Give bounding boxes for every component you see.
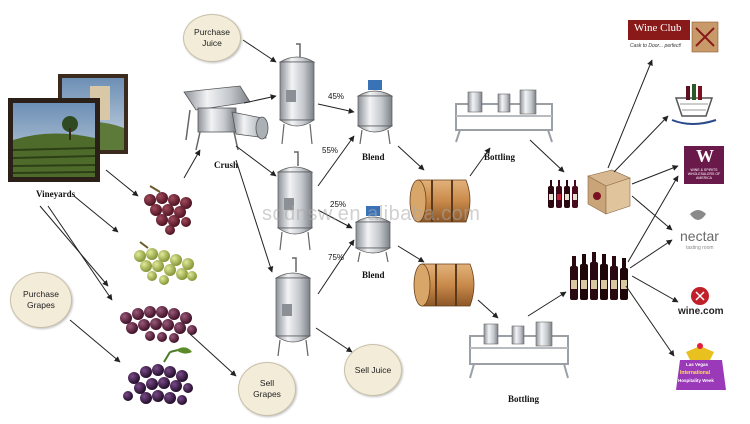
wine-bottles-small [548,180,578,208]
bottling-label-bottom: Bottling [508,394,539,404]
fermentation-tank-1 [280,44,314,144]
nectar-logo-text: nectar [680,228,719,244]
arrow-bottling2-to-bottles [528,292,566,316]
sell-grapes-text-1: Sell [253,378,281,389]
sell-juice-bubble: Sell Juice [344,344,402,396]
wine-box [588,170,630,214]
arrow-blend2-to-barrel2 [398,246,424,262]
purple-grapes-image [120,306,197,343]
arrow-tank1-to-blend1 [318,104,354,112]
arrow-bottles-to-nectar [630,240,672,268]
purchase-grapes-text-1: Purchase [23,289,59,300]
vineyards-label: Vineyards [36,189,75,199]
hospitality-line-3: Hospitality Week [678,378,714,383]
arrow-purchase-juice-to-tank1 [243,40,276,62]
hospitality-line-2: International [680,370,710,376]
arrow-tank2-to-blend1 [318,136,354,186]
wsw-logo-letter: W [696,146,714,167]
winecom-logo-text: wine.com [678,306,724,317]
hospitality-line-1: Las Vegas [686,362,708,367]
fermentation-tank-2 [278,152,312,250]
arrow-purchase-grapes-to-grapes [70,320,120,362]
bottling-machine-2 [470,322,568,378]
watermark: sddnsw.en.alibaba.com [262,203,480,226]
arrow-box-to-basket [614,116,668,172]
blend-label-top: Blend [362,152,385,162]
red-grapes-image [144,186,192,235]
purchase-grapes-text-2: Grapes [23,300,59,311]
arrow-grapes-to-sell-grapes [190,334,236,376]
oak-barrel-2 [414,264,474,306]
dark-grapes-image [123,347,193,405]
blend-tank-1 [358,80,392,144]
pct-tank3-blend2: 75% [328,253,344,262]
sell-juice-text: Sell Juice [355,365,391,376]
wine-club-logo-text: Wine Club [634,22,682,34]
arrow-vineyard-to-red-grapes [106,170,138,196]
green-grapes-image [134,242,197,285]
wine-bottles-large [570,252,628,300]
arrow-bottles-to-winecom [632,276,678,302]
bottling-machine-1 [456,90,552,142]
arrow-bottles-to-hospitality [626,286,674,356]
wine-com-logo [691,287,709,305]
arrow-box-to-wine-club [608,60,652,168]
arrow-blend1-to-barrel1 [398,146,424,170]
arrow-box-to-wsw [632,166,678,184]
pct-tank1-blend1: 45% [328,92,344,101]
arrow-crusher-to-tank2 [236,146,276,176]
wine-club-tagline: Cask to Door... perfect! [630,43,681,49]
bottling-label-top: Bottling [484,152,515,162]
nectar-logo [690,210,706,220]
vineyard-painting-front [8,98,100,182]
pct-tank2-blend1: 55% [322,146,338,155]
arrow-tank3-to-sell-juice [316,328,352,352]
shopping-basket-logo [672,84,716,124]
sell-grapes-text-2: Grapes [253,389,281,400]
arrow-grapes-to-crusher [184,150,200,178]
blend-label-bottom: Blend [362,270,385,280]
purchase-juice-text-2: Juice [194,38,230,49]
wsw-logo-text: WINE & SPIRITS WHOLESALERS OF AMERICA [686,168,722,180]
arrow-barrel2-to-bottling2 [478,300,498,318]
crush-label: Crush [214,160,238,170]
arrow-bottles-to-wsw [628,176,678,262]
arrow-bottling1-to-bottles [530,140,564,172]
arrow-box-to-nectar [632,196,672,230]
arrow-tank3-to-blend2 [318,240,354,294]
purchase-juice-text-1: Purchase [194,27,230,38]
nectar-logo-sub: tasting room [686,245,714,251]
arrow-vineyard-to-green-grapes [74,196,118,232]
crusher-machine [184,86,268,150]
fermentation-tank-3 [276,258,310,356]
